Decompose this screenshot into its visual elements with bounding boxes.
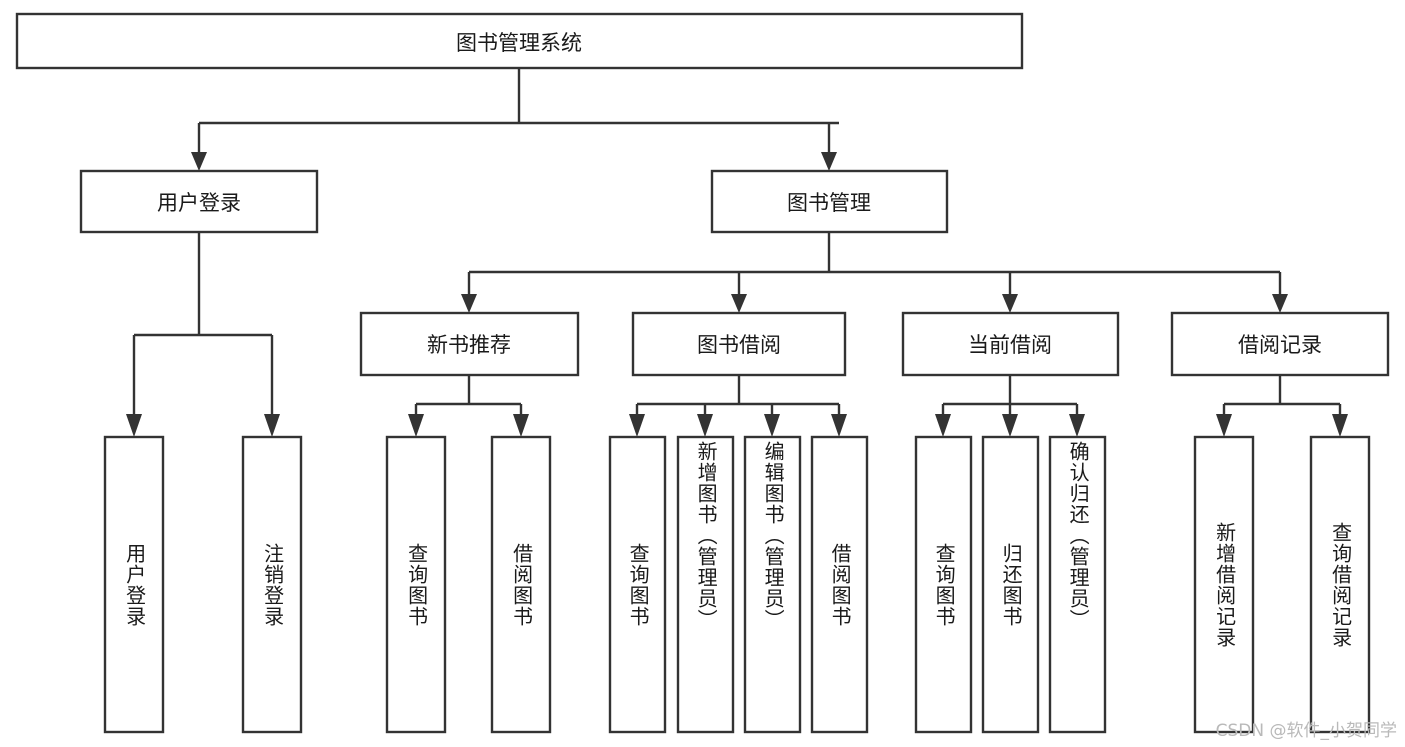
arrow-head-leaf-user-login	[126, 414, 142, 437]
node-leaf-add-book[interactable]	[676, 435, 735, 734]
node-book-manage[interactable]	[710, 169, 949, 234]
arrow-head-leaf-edit-book	[764, 414, 780, 437]
arrow-head-new-book-recommend	[461, 294, 477, 313]
node-user-login[interactable]	[79, 169, 319, 234]
node-new-book-recommend[interactable]	[359, 311, 580, 377]
node-root-label: 图书管理系统	[456, 31, 582, 55]
arrow-head-leaf-borrow-book-1	[513, 414, 529, 437]
arrow-head-leaf-return-book	[1002, 414, 1018, 437]
node-user-login-label: 用户登录	[157, 191, 241, 215]
node-leaf-query-book-1[interactable]	[385, 435, 447, 734]
node-leaf-add-record[interactable]	[1193, 435, 1255, 734]
arrow-head-leaf-add-book	[697, 414, 713, 437]
node-leaf-logout[interactable]	[241, 435, 303, 734]
node-leaf-query-book-2[interactable]	[608, 435, 667, 734]
node-leaf-borrow-book-2[interactable]	[810, 435, 869, 734]
arrow-head-leaf-logout	[264, 414, 280, 437]
arrow-head-leaf-add-record	[1216, 414, 1232, 437]
node-current-borrow-label: 当前借阅	[968, 333, 1052, 357]
arrow-head-leaf-query-book-3	[935, 414, 951, 437]
watermark: CSDN @软件_小贺同学	[1215, 721, 1397, 741]
node-new-book-recommend-label: 新书推荐	[427, 333, 511, 357]
node-leaf-query-book-3[interactable]	[914, 435, 973, 734]
node-current-borrow[interactable]	[901, 311, 1120, 377]
arrow-head-user-login	[191, 152, 207, 171]
node-leaf-user-login[interactable]	[103, 435, 165, 734]
arrow-head-book-borrow	[731, 294, 747, 313]
node-leaf-borrow-book-1[interactable]	[490, 435, 552, 734]
arrow-head-borrow-record	[1272, 294, 1288, 313]
arrow-head-leaf-query-book-1	[408, 414, 424, 437]
arrow-head-book-manage	[821, 152, 837, 171]
node-borrow-record-label: 借阅记录	[1238, 333, 1322, 357]
node-box-layer	[15, 12, 1390, 734]
arrow-head-leaf-query-book-2	[629, 414, 645, 437]
node-book-borrow-label: 图书借阅	[697, 333, 781, 357]
node-leaf-edit-book[interactable]	[743, 435, 802, 734]
connector-layer	[126, 68, 1348, 437]
arrow-head-leaf-query-record	[1332, 414, 1348, 437]
node-leaf-return-book[interactable]	[981, 435, 1040, 734]
node-leaf-confirm-return[interactable]	[1048, 435, 1107, 734]
node-book-borrow[interactable]	[631, 311, 847, 377]
node-leaf-query-record[interactable]	[1309, 435, 1371, 734]
arrow-head-leaf-borrow-book-2	[831, 414, 847, 437]
node-borrow-record[interactable]	[1170, 311, 1390, 377]
arrow-head-leaf-confirm-return	[1069, 414, 1085, 437]
arrow-head-current-borrow	[1002, 294, 1018, 313]
node-book-manage-label: 图书管理	[787, 191, 871, 215]
horizontal-label-layer: 图书管理系统 用户登录 图书管理 新书推荐 图书借阅 当前借阅 借阅记录	[157, 31, 1322, 357]
node-root[interactable]	[15, 12, 1024, 70]
